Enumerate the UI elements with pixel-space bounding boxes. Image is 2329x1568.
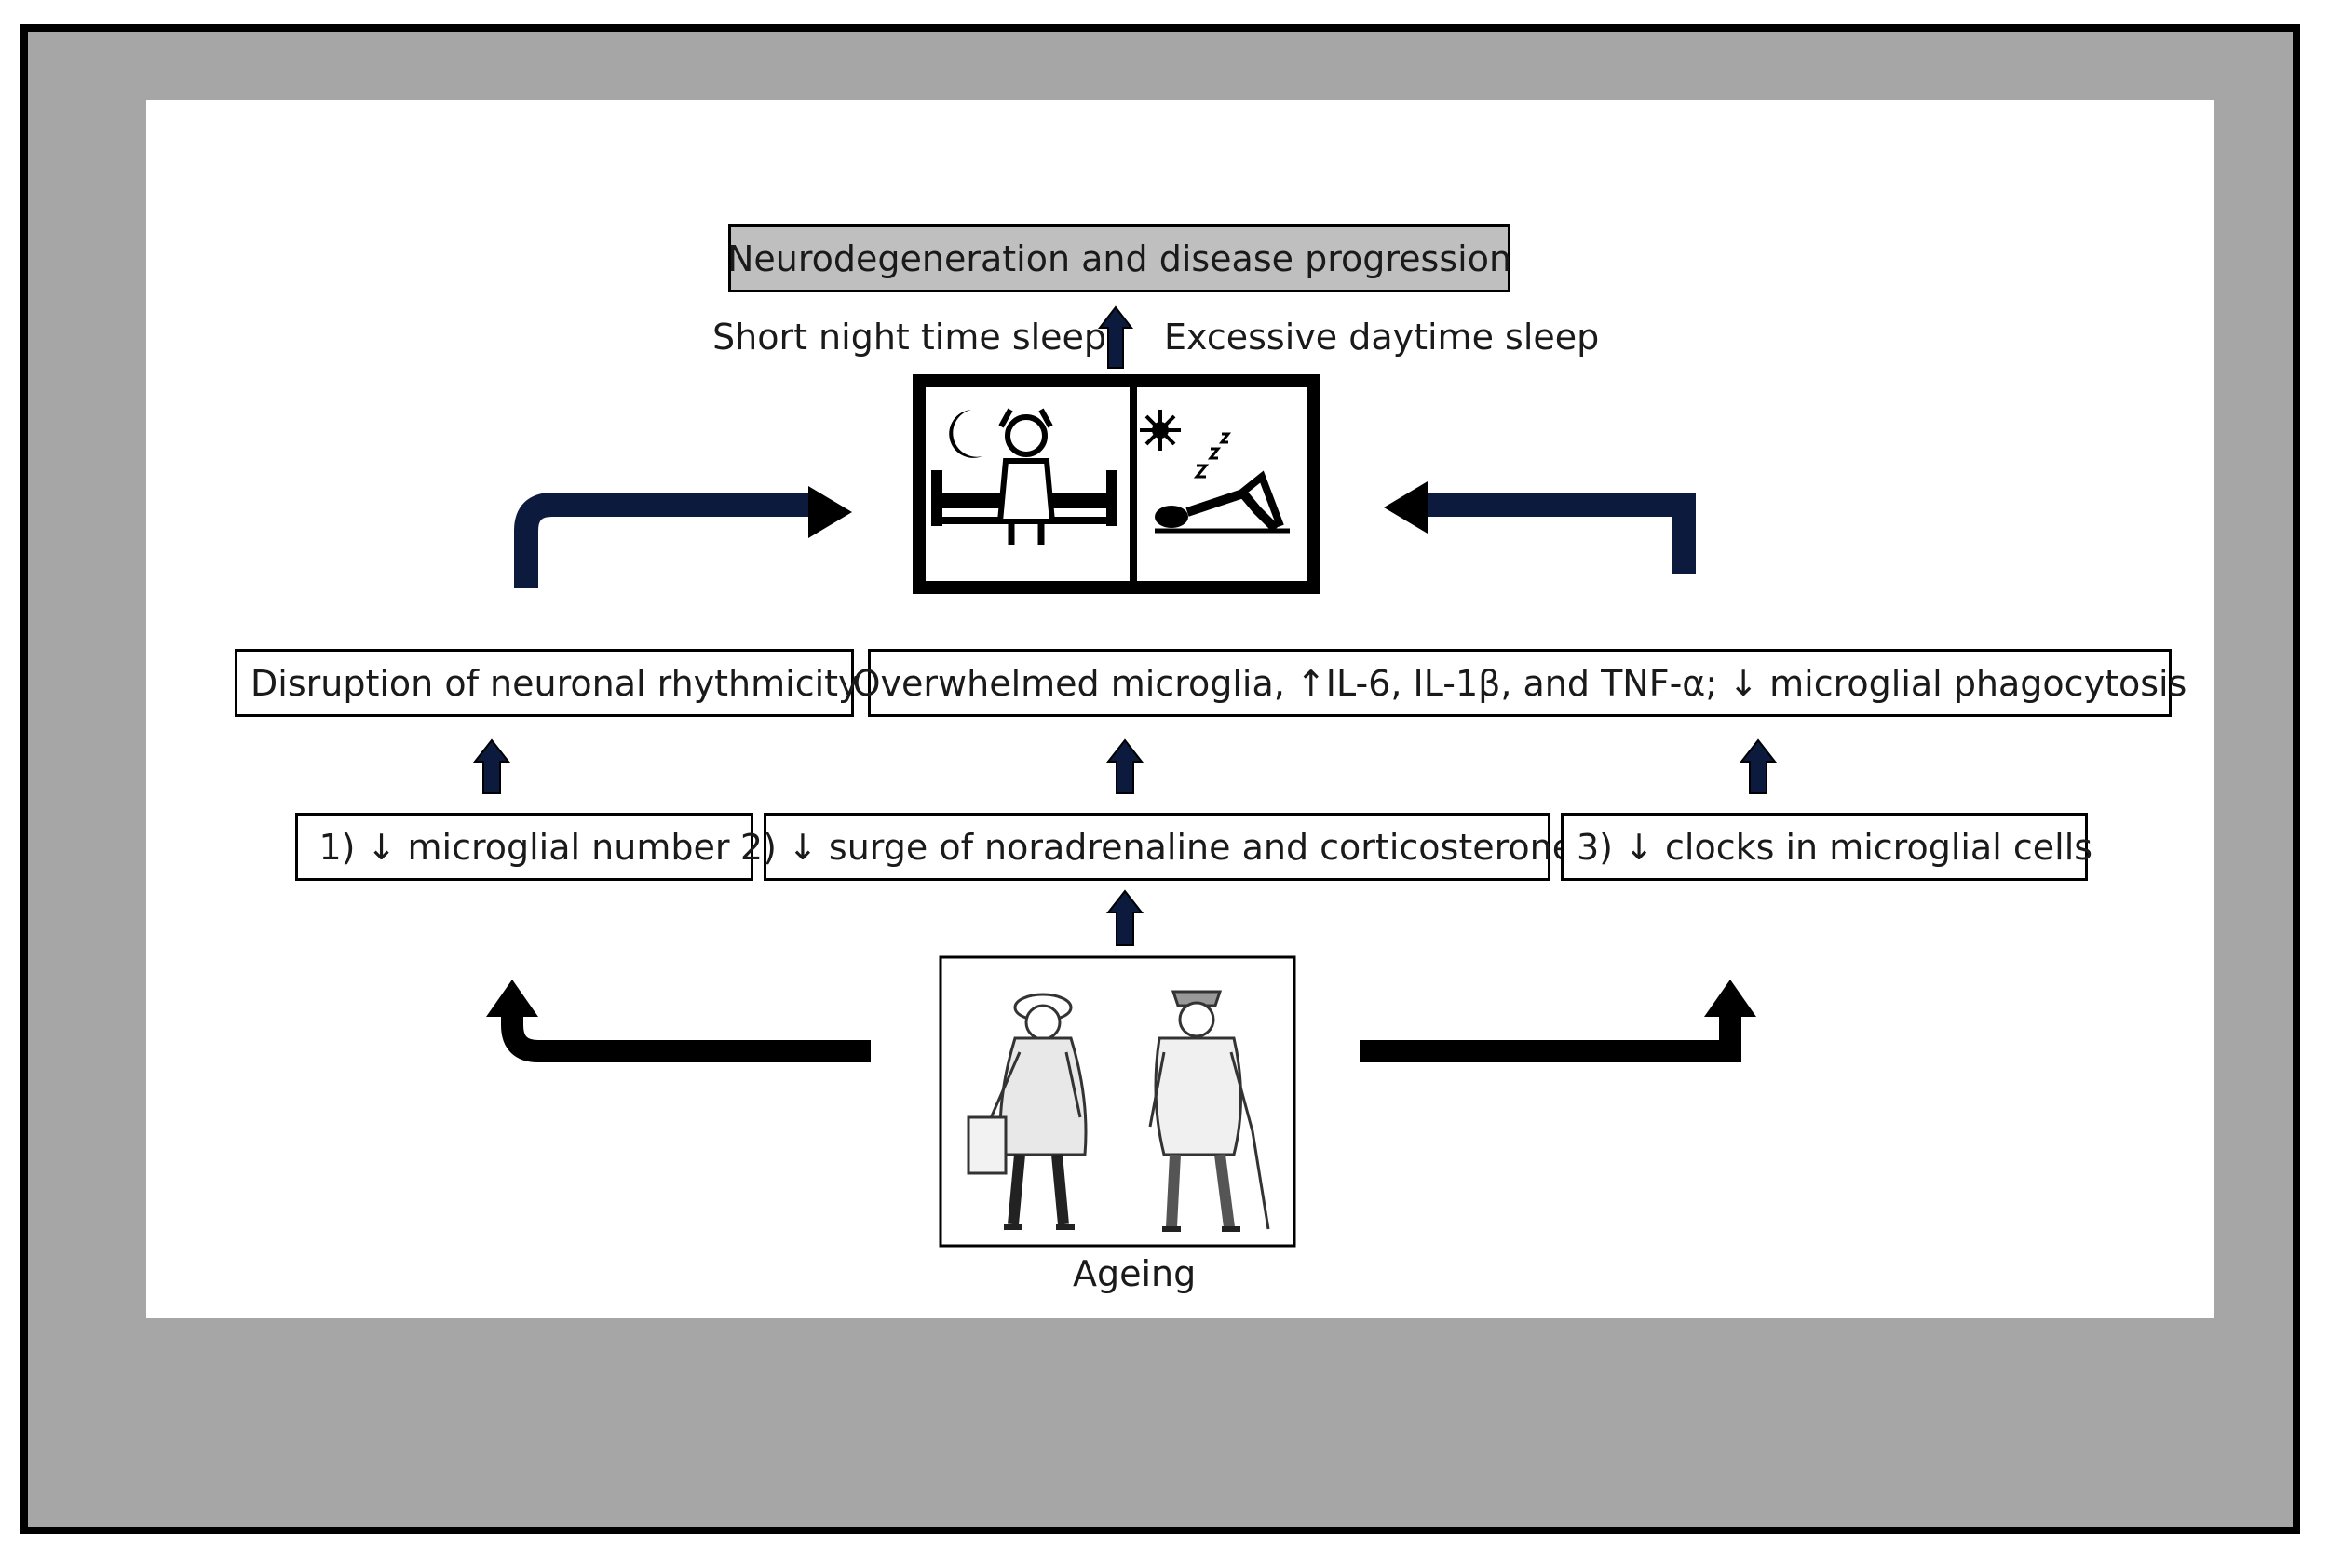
neuronal-rhythmicity-label: Disruption of neuronal rhythmicity bbox=[251, 662, 860, 704]
microglia-label: Overwhelmed microglia, ↑IL-6, IL-1β, and… bbox=[852, 662, 2187, 704]
microglial-number-label: 1) ↓ microglial number bbox=[318, 826, 730, 868]
elderly-couple-illustration bbox=[939, 955, 1296, 1248]
up-arrow-rhythmicity bbox=[472, 738, 511, 794]
neurodegeneration-label: Neurodegeneration and disease progressio… bbox=[726, 237, 1512, 279]
noradrenaline-box: 2) ↓ surge of noradrenaline and corticos… bbox=[740, 813, 1574, 881]
lying-person-icon bbox=[1155, 470, 1290, 534]
microglial-clocks-label: 3) ↓ clocks in microglial cells bbox=[1577, 826, 2093, 868]
neuronal-rhythmicity-box: Disruption of neuronal rhythmicity bbox=[235, 649, 860, 717]
up-arrow-ageing bbox=[1105, 889, 1144, 946]
microglia-box: Overwhelmed microglia, ↑IL-6, IL-1β, and… bbox=[853, 649, 2187, 717]
excessive-daytime-sleep-label: Excessive daytime sleep bbox=[1164, 317, 1600, 358]
up-arrow-top bbox=[1097, 305, 1134, 369]
sun-icon bbox=[1140, 410, 1181, 451]
up-arrow-microglia bbox=[1105, 738, 1144, 794]
sleeping-zz-icon bbox=[1193, 432, 1232, 479]
short-night-sleep-label: Short night time sleep bbox=[712, 317, 1107, 358]
microglial-clocks-box: 3) ↓ clocks in microglial cells bbox=[1561, 813, 2092, 881]
up-arrow-microglia-right bbox=[1739, 738, 1778, 794]
elderly-woman-figure bbox=[967, 993, 1088, 1230]
bent-arrow-ageing-left bbox=[486, 980, 871, 1062]
bent-arrow-ageing-right bbox=[1360, 980, 1756, 1062]
sleep-disruption-icon bbox=[913, 374, 1320, 594]
neurodegeneration-box: Neurodegeneration and disease progressio… bbox=[726, 224, 1512, 292]
noradrenaline-label: 2) ↓ surge of noradrenaline and corticos… bbox=[739, 826, 1575, 868]
elderly-man-figure bbox=[1148, 990, 1270, 1232]
bent-arrow-left-to-sleep bbox=[514, 486, 852, 588]
awake-person-icon bbox=[931, 408, 1117, 545]
ageing-label: Ageing bbox=[1073, 1253, 1197, 1294]
microglial-number-box: 1) ↓ microglial number bbox=[295, 813, 753, 881]
bent-arrow-right-to-sleep bbox=[1384, 481, 1696, 574]
